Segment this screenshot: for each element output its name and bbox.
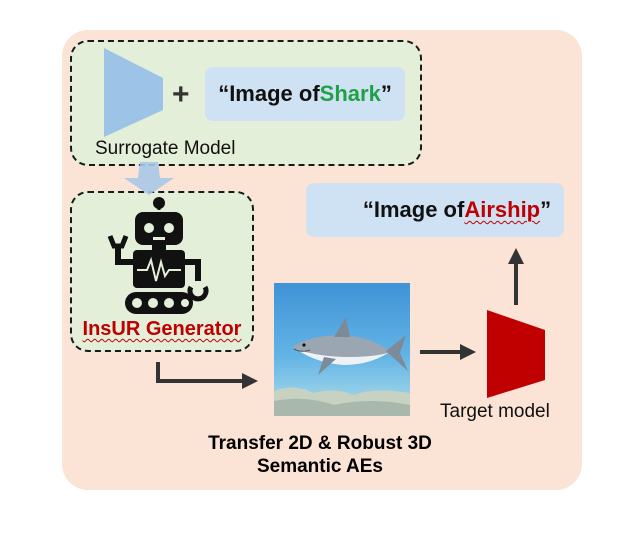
- target-prompt: “Image of Airship”: [306, 183, 564, 237]
- target-prompt-prefix: “Image of: [362, 197, 465, 222]
- caption-line-2: Semantic AEs: [256, 456, 383, 477]
- target-model-shape: [487, 310, 545, 398]
- robot-icon: [107, 197, 209, 314]
- source-prompt-keyword: Shark: [319, 81, 381, 106]
- target-prompt-suffix: ”: [540, 197, 552, 222]
- target-model-label: Target model: [440, 401, 550, 422]
- generator-label: InsUR Generator: [74, 318, 250, 341]
- surrogate-to-generator-arrow: [124, 162, 174, 195]
- surrogate-model-label: Surrogate Model: [95, 138, 236, 159]
- source-prompt-prefix: “Image of: [218, 81, 320, 106]
- shark-image: [274, 283, 410, 416]
- generator-label-text: InsUR Generator: [82, 318, 242, 340]
- caption-line-1: Transfer 2D & Robust 3D: [208, 433, 432, 454]
- source-prompt: “Image of Shark”: [205, 67, 405, 121]
- generator-to-image-arrow: [156, 362, 244, 383]
- plus-sign: +: [172, 78, 190, 111]
- surrogate-model-shape: [104, 48, 163, 137]
- target-prompt-keyword: Airship: [464, 197, 541, 222]
- source-prompt-suffix: ”: [380, 81, 392, 106]
- caption: Transfer 2D & Robust 3D Semantic AEs: [170, 432, 470, 478]
